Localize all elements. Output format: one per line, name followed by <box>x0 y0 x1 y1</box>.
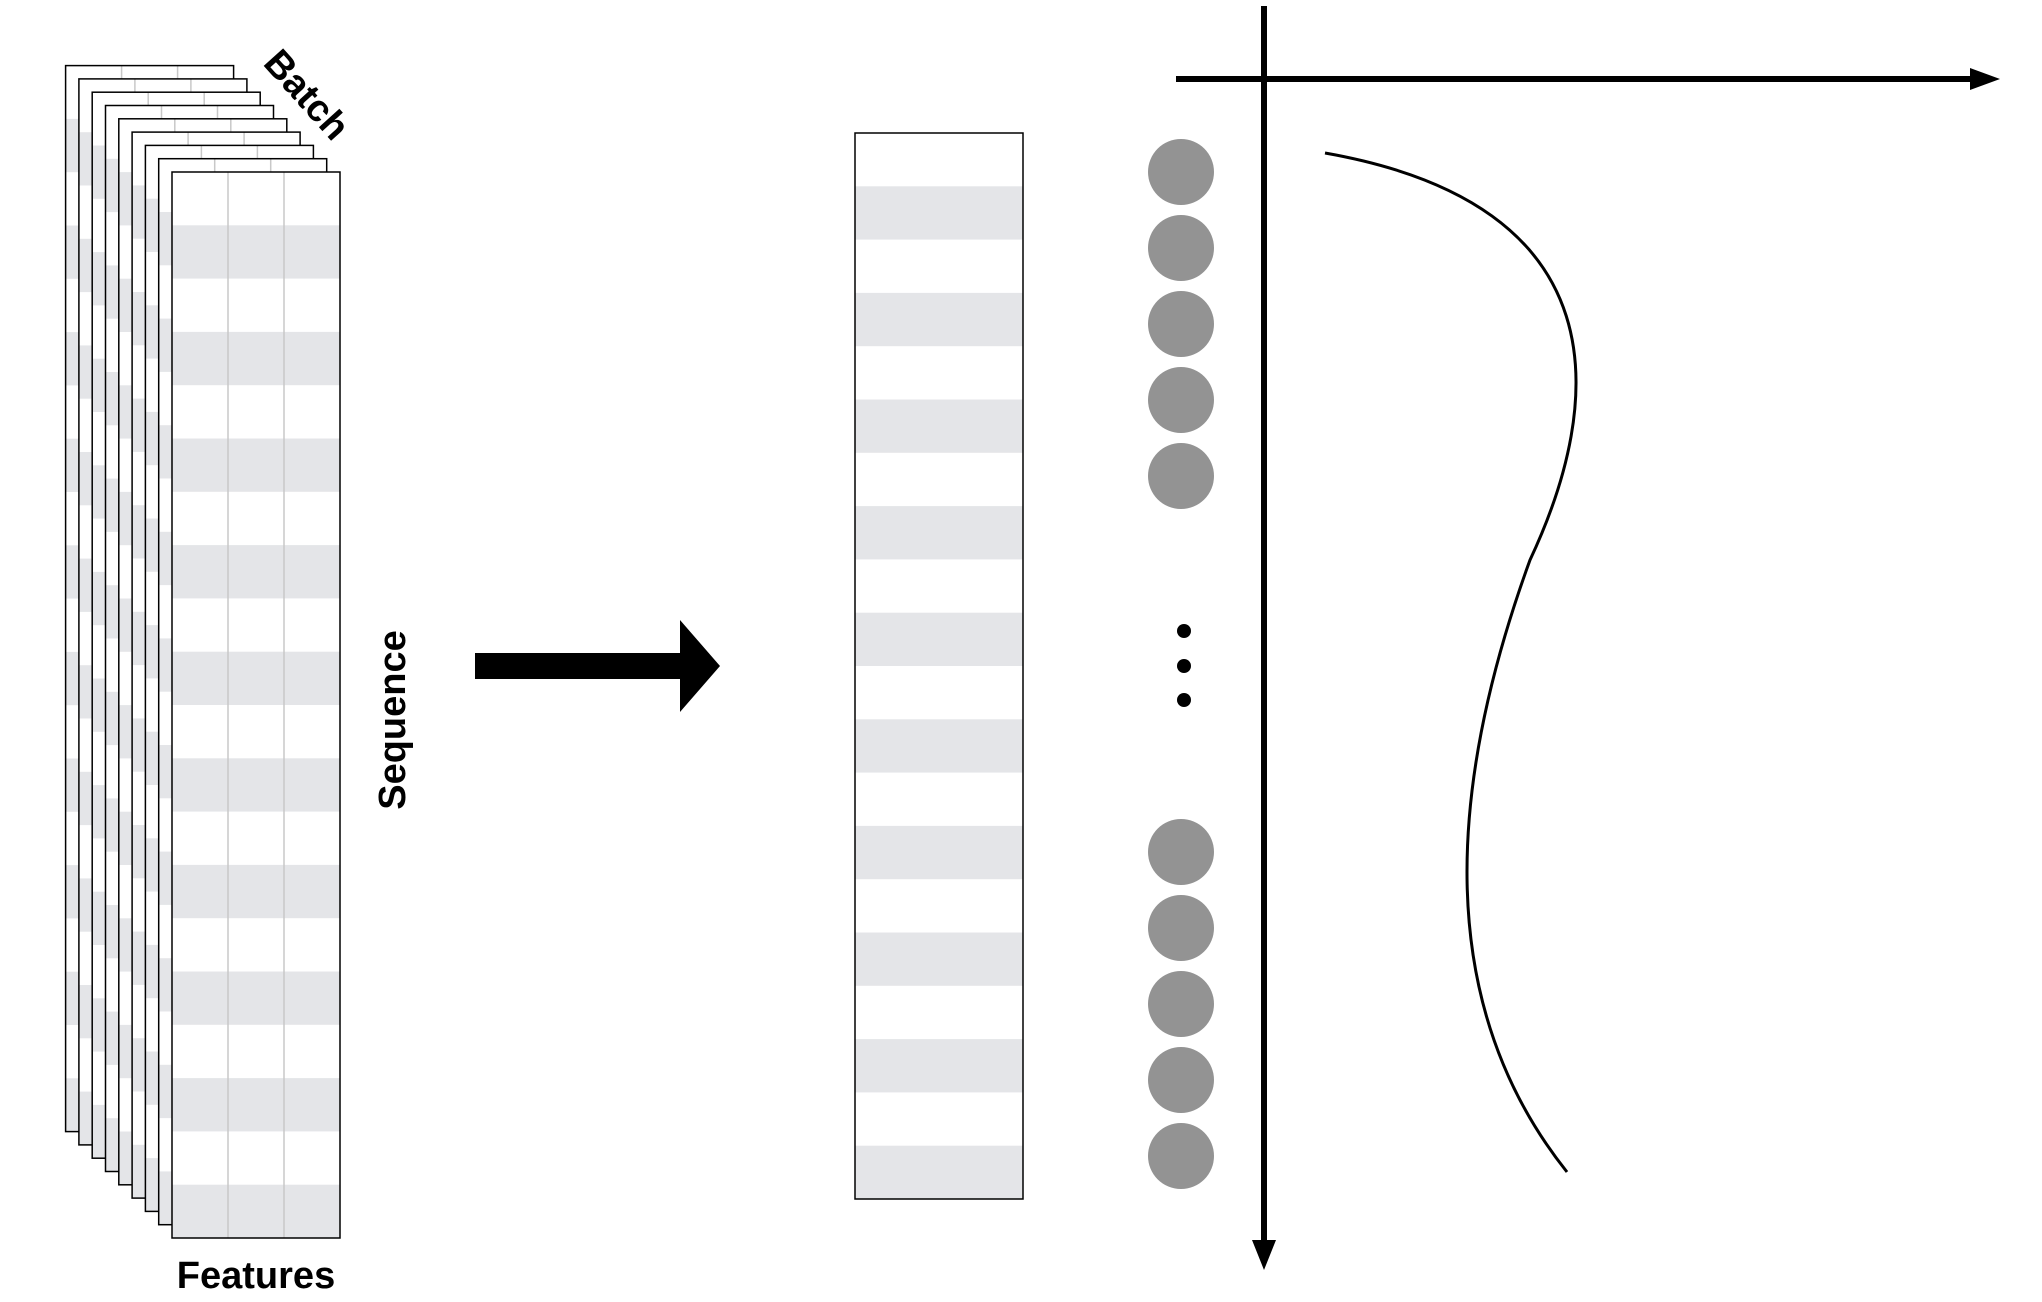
vector-row <box>855 719 1023 773</box>
ellipsis-dot <box>1177 624 1191 638</box>
node-column <box>1148 139 1214 1189</box>
sequence-row <box>172 864 340 919</box>
sequence-row <box>172 1078 340 1132</box>
node-circle <box>1148 291 1214 357</box>
output-curve <box>1324 151 1578 1173</box>
sequence-label: Sequence <box>372 630 414 810</box>
vector-row <box>855 1039 1023 1093</box>
vertical-axis-arrowhead <box>1252 1240 1276 1270</box>
sequence-row <box>172 1184 340 1238</box>
vector-row <box>855 612 1023 666</box>
sequence-row <box>172 225 340 279</box>
axes <box>1176 6 2000 1270</box>
ellipsis-dot <box>1177 693 1191 707</box>
ellipsis-dots <box>1177 624 1191 707</box>
node-circle <box>1148 1047 1214 1113</box>
node-circle <box>1148 443 1214 509</box>
sequence-row <box>172 971 340 1025</box>
vector-row <box>855 399 1023 453</box>
node-circle <box>1148 215 1214 281</box>
sequence-row <box>172 651 340 705</box>
vector-row <box>855 186 1023 240</box>
output-vector <box>854 132 1024 1200</box>
transform-arrow <box>475 620 720 712</box>
sequence-row <box>172 438 340 492</box>
vector-row <box>855 825 1023 880</box>
vector-row <box>855 506 1023 560</box>
horizontal-axis-arrowhead <box>1970 68 2000 90</box>
sequence-row <box>172 758 340 812</box>
node-circle <box>1148 819 1214 885</box>
batch-tensor-stack <box>64 64 341 1239</box>
vector-border <box>854 132 1024 1200</box>
vector-row <box>855 932 1023 986</box>
vector-row <box>855 292 1023 347</box>
matrix-border <box>171 171 341 1239</box>
features-label: Features <box>177 1255 335 1297</box>
batch-front-matrix <box>171 171 341 1239</box>
ellipsis-dot <box>1177 659 1191 673</box>
node-circle <box>1148 139 1214 205</box>
sequence-row <box>172 545 340 599</box>
node-circle <box>1148 1123 1214 1189</box>
node-circle <box>1148 367 1214 433</box>
sequence-row <box>172 331 340 386</box>
node-circle <box>1148 895 1214 961</box>
vector-row <box>855 1145 1023 1199</box>
node-circle <box>1148 971 1214 1037</box>
